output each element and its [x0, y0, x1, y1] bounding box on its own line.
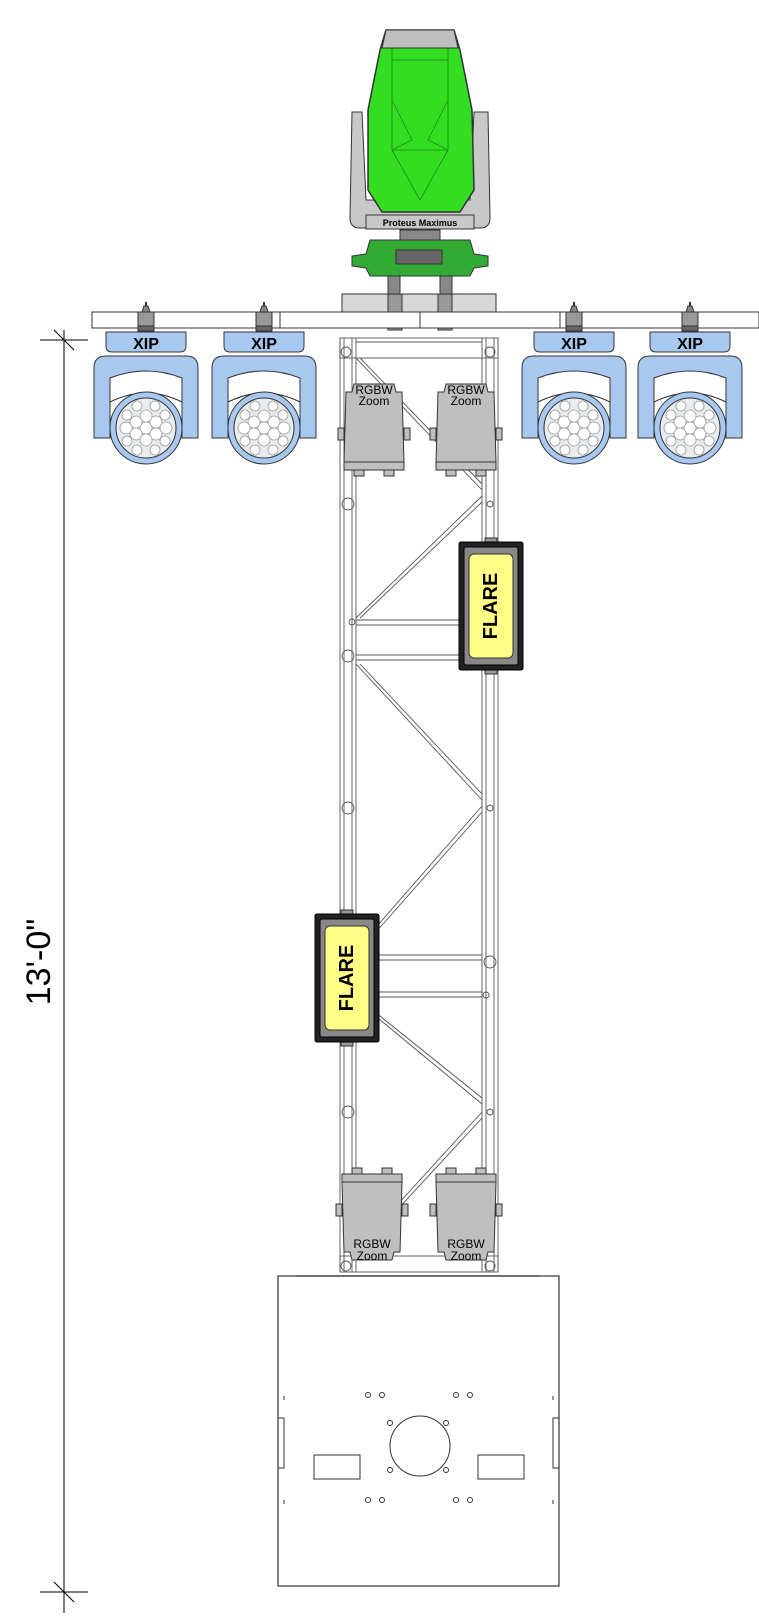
top-pipe-assembly: [91, 293, 759, 331]
par-line2-bottom-right: Zoom: [451, 1249, 482, 1263]
moving-head-label: Proteus Maximus: [383, 218, 458, 228]
height-dimension-line: [40, 329, 88, 1613]
rgbw-par-bottom-right: RGBW Zoom: [429, 1167, 503, 1263]
xip-fixture-4: XIP: [637, 301, 743, 465]
flare-label-upper: FLARE: [480, 573, 502, 640]
xip-label-2: XIP: [251, 336, 277, 353]
flare-strobe-lower: FLARE: [314, 909, 380, 1047]
rgbw-par-top-left: RGBW Zoom: [337, 383, 411, 477]
xip-label-4: XIP: [677, 336, 703, 353]
rgbw-par-top-right: RGBW Zoom: [429, 383, 503, 477]
flare-label-lower: FLARE: [336, 945, 358, 1012]
par-line1-bottom-right: RGBW: [447, 1237, 485, 1251]
par-line1-bottom-left: RGBW: [353, 1237, 391, 1251]
par-line2-top-right: Zoom: [451, 394, 482, 408]
rgbw-par-bottom-left: RGBW Zoom: [335, 1167, 409, 1263]
height-dimension-label: 13'-0": [20, 919, 58, 1006]
moving-head-body: [367, 29, 475, 213]
par-line2-bottom-left: Zoom: [357, 1249, 388, 1263]
xip-fixture-2: XIP: [211, 301, 317, 465]
xip-fixture-3: XIP: [521, 301, 627, 465]
par-line2-top-left: Zoom: [359, 394, 390, 408]
par-line1-top-left: RGBW: [355, 383, 393, 397]
truss-tower: [339, 337, 499, 1273]
xip-label-1: XIP: [133, 336, 159, 353]
truss-base: [277, 1275, 560, 1587]
par-line1-top-right: RGBW: [447, 383, 485, 397]
xip-fixture-1: XIP: [93, 301, 199, 465]
flare-strobe-upper: FLARE: [458, 537, 524, 675]
xip-label-3: XIP: [561, 336, 587, 353]
moving-head-fixture: Proteus Maximus: [349, 29, 491, 301]
